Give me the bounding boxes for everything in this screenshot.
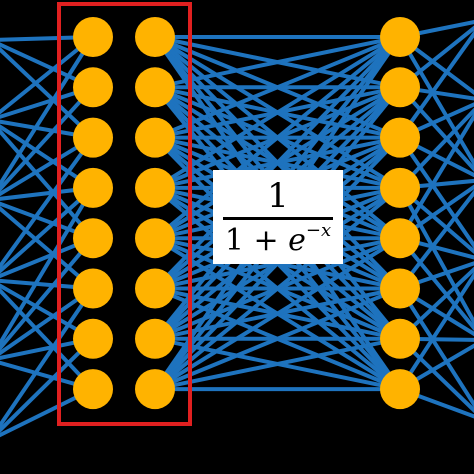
- connection-edge: [153, 35, 402, 240]
- neuron-node: [380, 268, 420, 309]
- neuron-node: [135, 117, 175, 158]
- connection-edge: [153, 236, 402, 391]
- neuron-node: [73, 268, 113, 309]
- connection-edge: [398, 112, 474, 240]
- neuron-node: [380, 17, 420, 57]
- connection-edge: [398, 35, 474, 167]
- connection-edge: [398, 271, 474, 391]
- connection-edge: [153, 35, 402, 190]
- formula-denominator-base: 1 +: [224, 222, 289, 258]
- connection-edge: [0, 286, 95, 356]
- neuron-node: [135, 268, 175, 309]
- connection-edge: [154, 286, 401, 391]
- neuron-node: [380, 218, 420, 259]
- connection-edge: [0, 136, 95, 270]
- neuron-node: [135, 218, 175, 259]
- connection-edge: [398, 30, 474, 139]
- neuron-node: [380, 117, 420, 158]
- connection-edge: [0, 124, 95, 190]
- neuron-node: [73, 17, 113, 57]
- formula-e: e: [288, 222, 306, 258]
- connection-edge: [154, 35, 401, 140]
- connection-edge: [398, 236, 474, 332]
- connection-edge: [0, 35, 95, 188]
- sigmoid-formula: 1 1 + e−x: [213, 170, 343, 264]
- connection-edge: [0, 205, 95, 291]
- formula-numerator: 1: [267, 175, 289, 216]
- connection-edge: [0, 236, 95, 352]
- neuron-node: [380, 67, 420, 108]
- connection-edge: [398, 107, 474, 190]
- neuron-node: [135, 369, 175, 410]
- highlight-box: [57, 2, 192, 426]
- connection-edge: [0, 287, 95, 391]
- connection-edge: [154, 35, 401, 90]
- neuron-node: [380, 318, 420, 359]
- connection-edge: [0, 186, 95, 348]
- neuron-node: [135, 167, 175, 208]
- neuron-node: [135, 318, 175, 359]
- neuron-node: [73, 218, 113, 259]
- connection-edge: [154, 336, 401, 392]
- neuron-node: [135, 67, 175, 108]
- neuron-node: [73, 369, 113, 410]
- formula-exponent: −x: [305, 219, 332, 241]
- connection-edge: [398, 287, 474, 409]
- connection-edge: [0, 287, 95, 429]
- connection-edge: [0, 46, 95, 140]
- neuron-node: [73, 67, 113, 108]
- connection-edge: [0, 186, 95, 274]
- connection-edge: [0, 35, 95, 115]
- connection-edge: [153, 35, 402, 290]
- connection-edge: [0, 337, 95, 433]
- connection-edge: [0, 85, 95, 193]
- connection-edge: [153, 186, 402, 391]
- neuron-node: [73, 318, 113, 359]
- neuron-node: [135, 17, 175, 57]
- neuron-node: [73, 167, 113, 208]
- connection-edge: [398, 85, 474, 172]
- formula-denominator: 1 + e−x: [224, 221, 331, 258]
- fraction-bar: [223, 216, 333, 220]
- neurons-group: [73, 17, 420, 410]
- connection-edge: [398, 136, 474, 249]
- connection-edge: [0, 135, 95, 197]
- neuron-node: [380, 369, 420, 410]
- neuron-node: [380, 167, 420, 208]
- neuron-node: [73, 117, 113, 158]
- connection-edge: [398, 189, 474, 290]
